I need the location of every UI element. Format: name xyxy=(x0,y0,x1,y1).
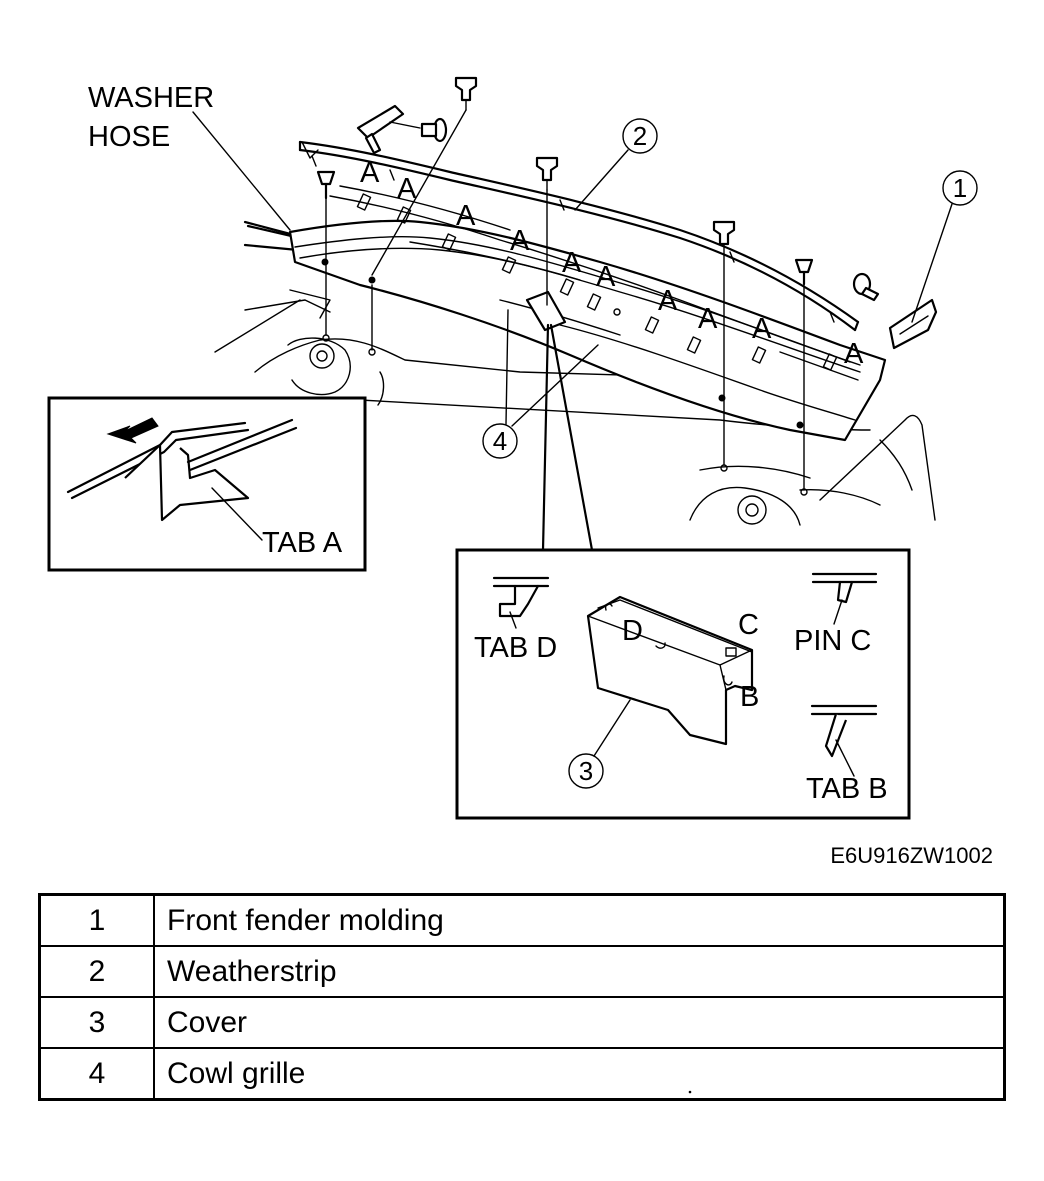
part-name: Weatherstrip xyxy=(153,945,1006,998)
screw-icon xyxy=(316,170,336,200)
fastener-clips xyxy=(301,76,880,496)
push-rivet-icon xyxy=(852,272,880,302)
pin-c-detail: PIN C xyxy=(794,572,878,657)
grille-slots xyxy=(356,193,838,371)
cover-part: D C B xyxy=(586,595,759,746)
washer-hose-label: HOSE xyxy=(88,121,170,153)
washer-hose xyxy=(192,111,302,252)
washer-hose-label: WASHER xyxy=(88,82,214,114)
front-fender-molding xyxy=(888,298,938,350)
callout-3: 3 xyxy=(568,699,631,789)
tab-a-label: TAB A xyxy=(262,527,343,559)
part-number: 2 xyxy=(38,945,155,998)
callout-4: 4 xyxy=(482,309,599,459)
tab-a-detail-inset: TAB A xyxy=(47,396,367,572)
tab-a-marker: A xyxy=(752,313,772,345)
callout-2: 2 xyxy=(574,118,658,211)
part-name: Cover xyxy=(153,996,1006,1049)
tab-a-marker: A xyxy=(360,157,380,189)
push-rivet-icon xyxy=(420,117,448,143)
tab-a-marker: A xyxy=(698,303,718,335)
tab-a-marker: A xyxy=(510,225,530,257)
screw-icon xyxy=(794,258,814,286)
point-d-label: D xyxy=(622,615,643,647)
tab-d-detail: TAB D xyxy=(474,576,557,664)
part-name: Front fender molding xyxy=(153,893,1006,947)
part-number: 3 xyxy=(38,996,155,1049)
callout-2-number: 2 xyxy=(633,121,647,151)
tab-a-marker: A xyxy=(658,285,678,317)
molding-clip-icon xyxy=(356,104,421,155)
tab-a-marker: A xyxy=(844,338,864,370)
tab-a-marker: A xyxy=(562,247,582,279)
clip-icon xyxy=(535,156,559,191)
cover-detail-inset: TAB D PIN C D C B 3 xyxy=(455,323,911,820)
tab-a-marker: A xyxy=(397,173,417,205)
pin-c-label: PIN C xyxy=(794,625,871,657)
part-number: 4 xyxy=(38,1047,155,1101)
tab-a-marker: A xyxy=(596,261,616,293)
tab-a-markers: A A A A A A A A A A xyxy=(360,157,864,370)
table-row: 2 Weatherstrip xyxy=(38,945,1006,998)
tab-d-label: TAB D xyxy=(474,632,557,664)
callout-1-number: 1 xyxy=(953,173,967,203)
tab-a-marker: A xyxy=(456,200,476,232)
callout-1: 1 xyxy=(911,170,978,323)
part-name: Cowl grille xyxy=(153,1047,1006,1101)
table-row: 3 Cover xyxy=(38,996,1006,1049)
tab-b-label: TAB B xyxy=(806,773,888,805)
part-number: 1 xyxy=(38,893,155,947)
point-c-label: C xyxy=(738,609,759,641)
reference-code: E6U916ZW1002 xyxy=(830,843,993,868)
parts-legend-table: 1 Front fender molding 2 Weatherstrip 3 … xyxy=(38,893,1006,1101)
callout-4-number: 4 xyxy=(493,426,507,456)
direction-arrow-icon xyxy=(106,417,159,444)
callout-3-number: 3 xyxy=(579,756,593,786)
table-row: 1 Front fender molding xyxy=(38,893,1006,947)
tab-b-detail: TAB B xyxy=(806,704,888,805)
clip-icon xyxy=(712,220,736,255)
clip-icon xyxy=(454,76,478,111)
cowl-grille xyxy=(288,185,887,442)
table-row: 4 Cowl grille xyxy=(38,1047,1006,1101)
point-b-label: B xyxy=(740,681,759,713)
